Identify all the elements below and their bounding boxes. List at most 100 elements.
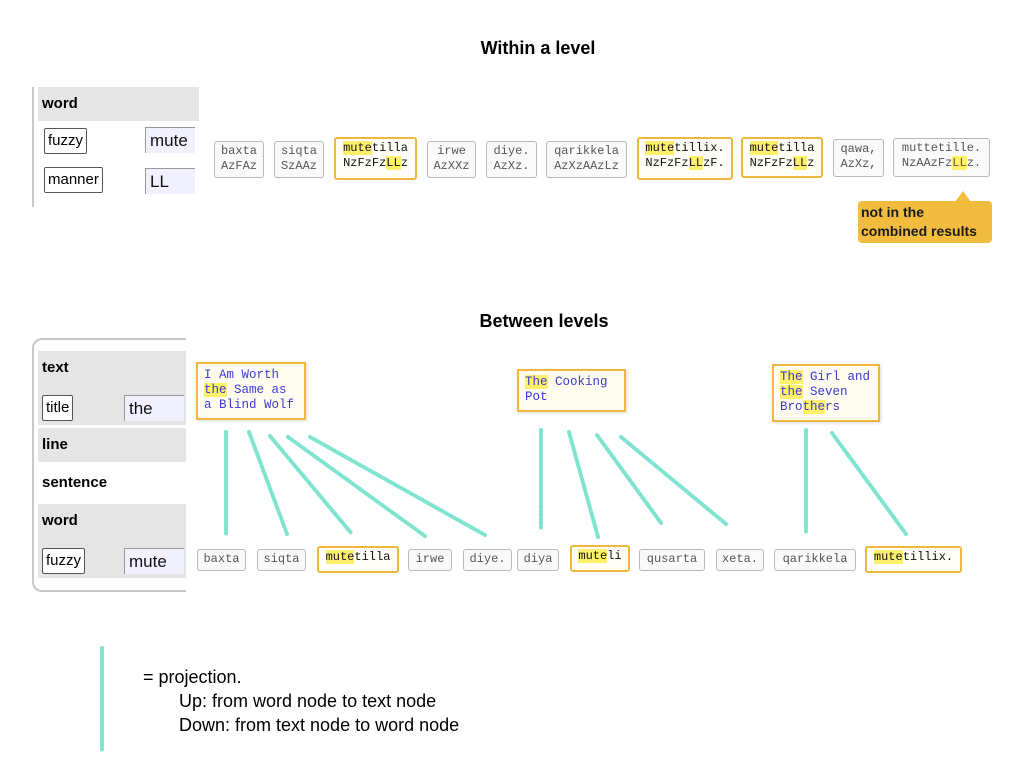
feature-value-fuzzy[interactable]: mute [145,127,195,153]
projection-line [308,435,487,537]
match-highlight: mute [873,550,903,564]
word-token[interactable]: muttetille. NzAAzFzLLz. [893,138,990,177]
projection-line [619,435,728,526]
text-line: The Cooking [525,375,618,390]
word-token-hit[interactable]: mutetillix. NzFzFzLLzF. [637,137,733,180]
text-node[interactable]: The Girl and the Seven Brothers [772,364,880,422]
feature-key-manner[interactable]: manner [44,167,103,193]
token-pattern: AzXzAAzLz [554,159,619,173]
text-line-part: Bro [780,400,803,414]
word-token[interactable]: qawa, AzXz, [833,139,884,177]
text-line: a Blind Wolf [204,398,295,412]
match-highlight: LL [952,156,967,170]
feature-value-fuzzy[interactable]: mute [124,548,184,574]
text-line-part: Same as [226,383,287,397]
word-token-hit[interactable]: mutetillix. [865,546,962,573]
text-node[interactable]: I Am Worth the Same as a Blind Wolf [196,362,306,420]
token-pattern: AzXz, [840,157,877,171]
token-form-rest: tilla [371,141,408,155]
word-token[interactable]: siqta [257,549,306,571]
word-token-hit[interactable]: mutetilla NzFzFzLLz [741,137,823,178]
word-token[interactable]: baxta [197,549,246,571]
token-pattern-part: NzAAzFz [901,156,953,170]
projection-line [268,434,354,536]
token-pattern-part: z [400,156,408,170]
word-token[interactable]: diya [517,549,559,571]
token-form-rest: tillix. [902,550,954,564]
projection-line [830,431,908,536]
callout-line: not in the [861,204,924,220]
token-form: mutetilla [340,141,411,156]
token-form: irwe [437,144,466,158]
token-pattern-part: NzFzFz [749,156,793,170]
token-pattern: NzFzFzLLz [747,156,817,171]
word-token[interactable]: irwe [408,549,452,571]
projection-line [567,430,600,539]
token-form: diye. [493,144,530,158]
level-text: text [38,351,186,385]
text-node[interactable]: The Cooking Pot [517,369,626,412]
token-form-rest: tilla [354,550,391,564]
word-token-hit[interactable]: muteli [570,545,630,572]
match-highlight: LL [688,156,703,170]
projection-line [247,430,289,536]
level-sentence: sentence [42,474,108,491]
feature-value-manner[interactable]: LL [145,168,195,194]
legend-down: Down: from text node to word node [179,715,460,735]
word-token[interactable]: siqta SzAAz [274,141,324,178]
word-token[interactable]: diye. AzXz. [486,141,537,178]
token-pattern-part: zF. [703,156,725,170]
token-pattern-part: z. [966,156,982,170]
token-pattern: AzXXz [433,159,470,173]
text-line: Brothers [780,400,872,415]
query-panel-within: word fuzzy mute manner LL [32,87,199,207]
word-token[interactable]: qusarta [639,549,705,571]
token-pattern: AzFAz [220,159,257,173]
feature-key-fuzzy[interactable]: fuzzy [42,548,86,574]
token-form-rest: tilla [778,141,815,155]
token-pattern: AzXz. [493,159,530,173]
token-form: qawa, [840,142,877,156]
token-pattern: NzFzFzLLz [340,156,411,171]
word-token[interactable]: qarikkela [774,549,856,571]
text-line-part: I Am Worth [204,368,280,382]
callout-pointer [955,191,971,202]
word-token[interactable]: baxta AzFAz [214,141,264,178]
text-line-part: Cooking [547,375,608,389]
word-token[interactable]: qarikkela AzXzAAzLz [546,141,627,178]
match-highlight: mute [578,549,608,563]
token-form: qarikkela [554,144,619,158]
word-token[interactable]: diye. [463,549,512,571]
match-highlight: the [204,383,227,397]
text-line: Pot [525,390,548,404]
level-word: word [38,87,199,121]
token-pattern: NzFzFzLLzF. [643,156,727,171]
feature-value-title[interactable]: the [124,395,184,421]
heading-between-levels: Between levels [479,311,609,331]
match-highlight: LL [386,156,401,170]
token-form: muttetille. [901,141,982,155]
heading-within-level: Within a level [480,38,596,58]
token-form: mutetillix. [643,141,727,156]
match-highlight: mute [749,141,779,155]
match-highlight: The [525,375,548,389]
word-token-hit[interactable]: mutetilla [317,546,399,573]
word-token[interactable]: irwe AzXXz [427,141,476,178]
query-panel-between: text title the line sentence word fuzzy … [32,338,186,592]
word-token-hit[interactable]: mutetilla NzFzFzLLz [334,137,417,180]
token-pattern-part: NzFzFz [645,156,689,170]
legend-up: Up: from word node to text node [179,691,437,711]
match-highlight: LL [792,156,808,170]
token-form: siqta [280,144,317,158]
not-in-results-callout: not in the combined results [858,201,992,243]
text-line: I Am Worth [204,368,298,383]
feature-key-fuzzy[interactable]: fuzzy [44,128,88,154]
word-token[interactable]: xeta. [716,549,764,571]
token-form: baxta [220,144,257,158]
text-line: The Girl and [780,370,872,385]
token-pattern: NzAAzFzLLz. [898,156,985,171]
feature-key-title[interactable]: title [42,395,74,421]
token-form-rest: tillix. [674,141,725,155]
token-form-rest: li [607,549,622,563]
